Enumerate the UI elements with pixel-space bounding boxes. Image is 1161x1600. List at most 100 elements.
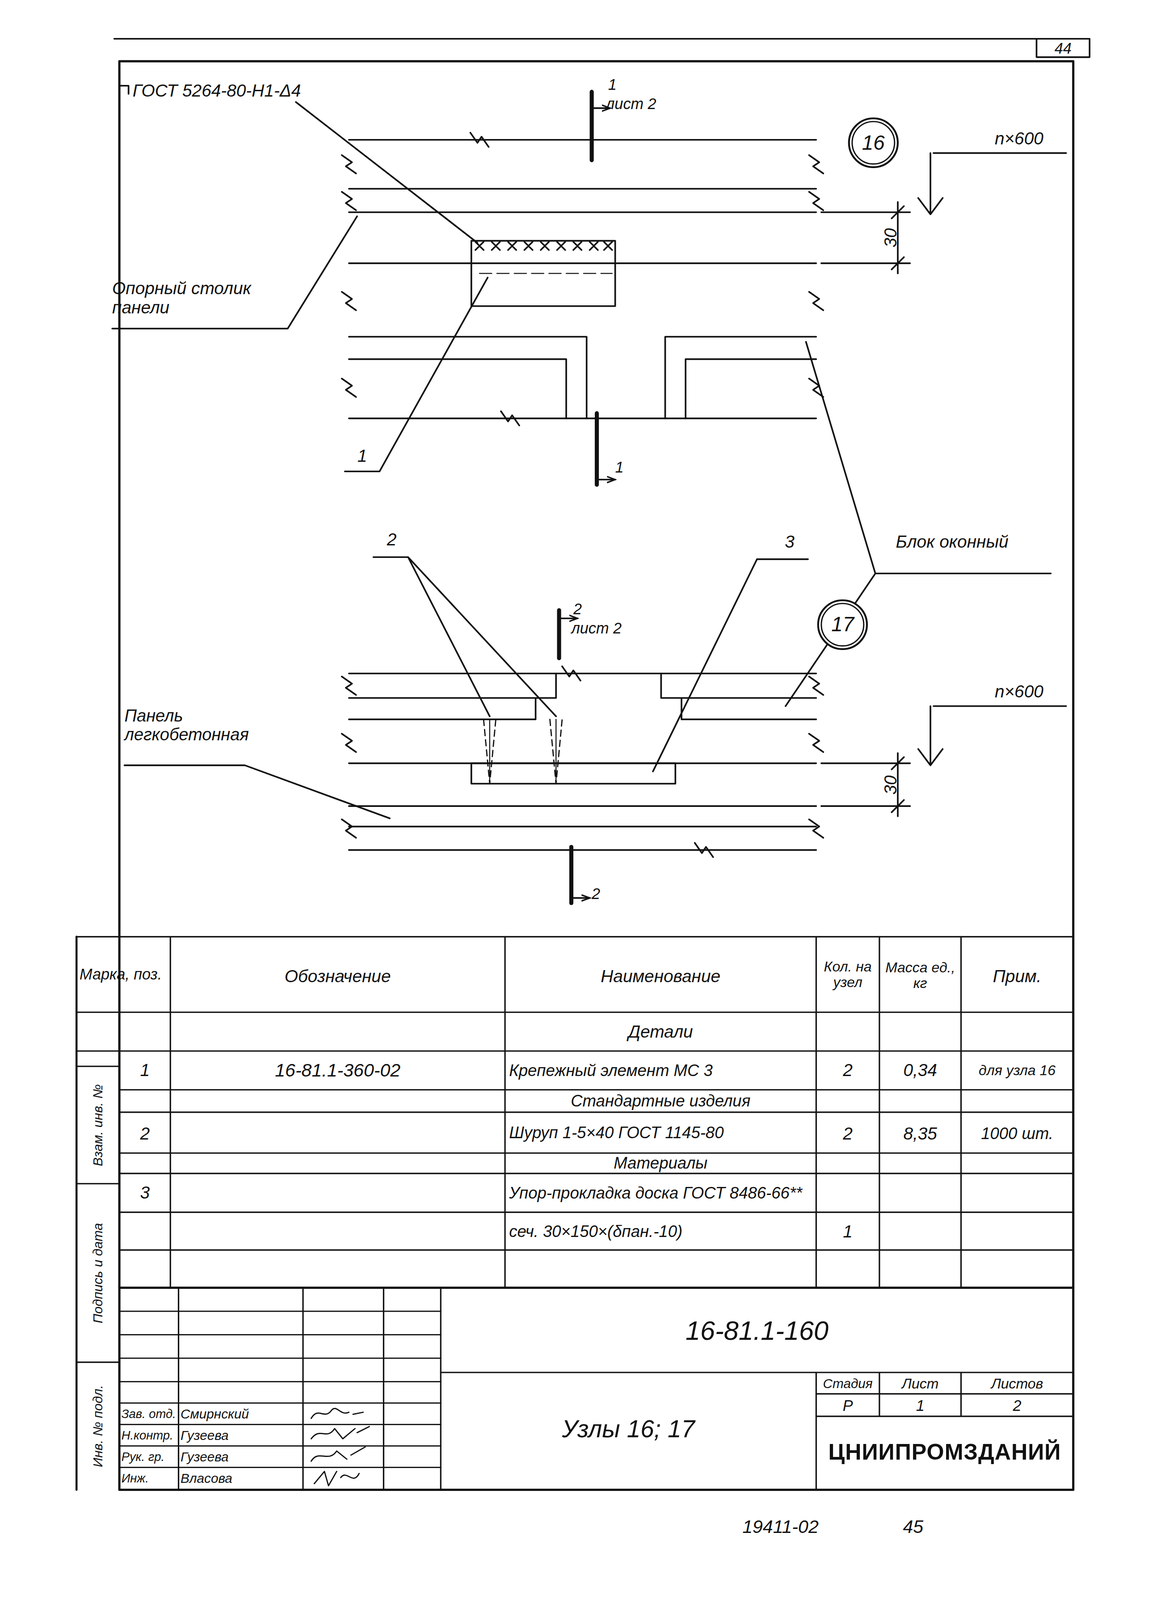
table-header: Масса ед., кг xyxy=(880,959,960,991)
table-cell-box: 2 xyxy=(816,1055,880,1086)
stamp-header: Листов xyxy=(991,1375,1044,1392)
document-code: 16-81.1-160 xyxy=(685,1315,829,1345)
stamp-role: Рук. гр. xyxy=(121,1449,165,1464)
table-cell: 2 xyxy=(139,1123,150,1144)
stamp-role-box: Зав. отд. xyxy=(121,1402,179,1425)
section-mark-box: 2 xyxy=(573,599,594,619)
table-cell: 0,34 xyxy=(903,1060,938,1080)
stamp-cell-box: 1 xyxy=(879,1394,962,1417)
table-section-box: Стандартные изделия xyxy=(504,1089,817,1112)
table-cell: сеч. 30×150×(δпан.-10) xyxy=(508,1222,683,1241)
table-header-box: Кол. на узел xyxy=(817,938,879,1010)
table-section-box: Материалы xyxy=(504,1152,817,1174)
table-cell-box: для узла 16 xyxy=(962,1050,1073,1090)
part-label: Опорный столик панели xyxy=(112,278,291,317)
table-section: Стандартные изделия xyxy=(570,1091,751,1110)
stamp-name-box: Гузеева xyxy=(180,1445,301,1468)
table-header: Обозначение xyxy=(284,966,392,986)
callout-number: 2 xyxy=(387,530,397,550)
table-cell: Упор-прокладка доска ГОСТ 8486-66** xyxy=(508,1183,803,1202)
stamp-header-box: Лист xyxy=(879,1373,962,1394)
stamp-role: Н.контр. xyxy=(121,1428,174,1442)
part-label: Панель легкобетонная xyxy=(124,706,250,745)
table-cell: 1 xyxy=(139,1060,150,1080)
dimension: 30 xyxy=(881,227,901,248)
node-number: 17 xyxy=(816,597,870,652)
dimension-box: 30 xyxy=(877,218,904,258)
table-cell: 1 xyxy=(842,1221,853,1241)
sheet-number-box: 44 xyxy=(1036,39,1090,58)
callout-number-box: 2 xyxy=(377,526,407,553)
page-number: 45 xyxy=(902,1516,924,1537)
table-cell-box: 0,34 xyxy=(879,1055,962,1086)
stamp-cell: 1 xyxy=(916,1396,925,1414)
margin-field-box: Взам. инв. № xyxy=(76,1066,120,1184)
section-sheet-box: лист 2 xyxy=(605,93,678,115)
node-number: 16 xyxy=(846,116,901,170)
table-header-box: Наименование xyxy=(504,959,817,994)
callout-number: 1 xyxy=(357,446,368,466)
table-cell: 8,35 xyxy=(903,1123,938,1144)
stamp-name: Гузеева xyxy=(180,1427,229,1443)
archive-number: 19411-02 xyxy=(742,1516,819,1537)
table-cell: для узла 16 xyxy=(978,1062,1056,1078)
level-mark: n×600 xyxy=(994,681,1044,702)
section-mark: 1 xyxy=(615,458,624,476)
section-mark: 2 xyxy=(591,885,601,903)
section-mark-box: 1 xyxy=(615,457,636,478)
stamp-cell-box: 2 xyxy=(961,1394,1074,1417)
section-sheet-box: лист 2 xyxy=(571,618,643,639)
stamp-role: Инж. xyxy=(121,1471,149,1485)
node-circle: 16 xyxy=(846,116,901,170)
stamp-name: Власова xyxy=(180,1470,233,1486)
table-section: Детали xyxy=(628,1022,694,1042)
margin-field-box: Инв. № подл. xyxy=(76,1362,120,1490)
table-cell-box: Шуруп 1-5×40 ГОСТ 1145-80 xyxy=(508,1111,816,1153)
sheet-number: 44 xyxy=(1054,40,1072,58)
node-circle: 17 xyxy=(816,597,870,652)
table-cell-box: 3 xyxy=(119,1175,171,1211)
table-cell-box: 8,35 xyxy=(879,1116,962,1152)
level-mark-box: n×600 xyxy=(994,126,1077,152)
stamp-name-box: Власова xyxy=(180,1467,301,1489)
part-label: Блок оконный xyxy=(895,532,1009,552)
dimension: 30 xyxy=(881,774,901,795)
table-header: Наименование xyxy=(600,966,721,986)
page-number-box: 45 xyxy=(887,1510,939,1543)
table-header-box: Масса ед., кг xyxy=(880,943,960,1008)
dimension-box: 30 xyxy=(877,765,904,804)
table-cell-box: Крепежный элемент МС 3 xyxy=(508,1050,816,1090)
table-cell: 2 xyxy=(842,1060,853,1080)
stamp-role-box: Рук. гр. xyxy=(121,1445,179,1468)
table-header: Прим. xyxy=(992,966,1042,986)
table-cell-box: 2 xyxy=(816,1116,880,1152)
margin-field: Инв. № подл. xyxy=(90,1384,106,1467)
section-mark: 2 xyxy=(573,600,582,618)
stamp-cell-box: Р xyxy=(816,1394,880,1417)
sheet-title: Узлы 16; 17 xyxy=(562,1414,695,1442)
stamp-name-box: Гузеева xyxy=(180,1424,301,1446)
table-cell-box: сеч. 30×150×(δпан.-10) xyxy=(508,1214,816,1250)
stamp-header: Лист xyxy=(901,1375,939,1392)
part-label-box: Опорный столик панели xyxy=(112,271,291,325)
table-section: Материалы xyxy=(613,1153,708,1172)
table-header: Марка, поз. xyxy=(79,965,162,983)
part-label-box: Блок оконный xyxy=(895,514,1049,570)
table-header: Кол. на узел xyxy=(817,958,879,990)
table-cell: 1000 шт. xyxy=(980,1124,1054,1143)
table-cell: 3 xyxy=(139,1182,150,1203)
section-mark: 1 xyxy=(608,76,617,94)
callout-number-box: 1 xyxy=(347,442,377,470)
table-header-box: Марка, поз. xyxy=(79,940,170,1009)
stamp-cell: Р xyxy=(842,1396,854,1414)
table-header-box: Обозначение xyxy=(170,959,505,994)
table-cell-box: 1 xyxy=(119,1055,171,1086)
table-cell-box: Упор-прокладка доска ГОСТ 8486-66** xyxy=(508,1173,816,1212)
table-section-box: Детали xyxy=(504,1013,817,1049)
table-cell: Крепежный элемент МС 3 xyxy=(508,1061,713,1080)
weld-note-box: ГОСТ 5264-80-Н1-Δ4 xyxy=(132,79,307,102)
section-mark-box: 1 xyxy=(608,75,629,94)
part-label-box: Панель легкобетонная xyxy=(124,687,250,764)
section-sheet: лист 2 xyxy=(605,95,657,113)
